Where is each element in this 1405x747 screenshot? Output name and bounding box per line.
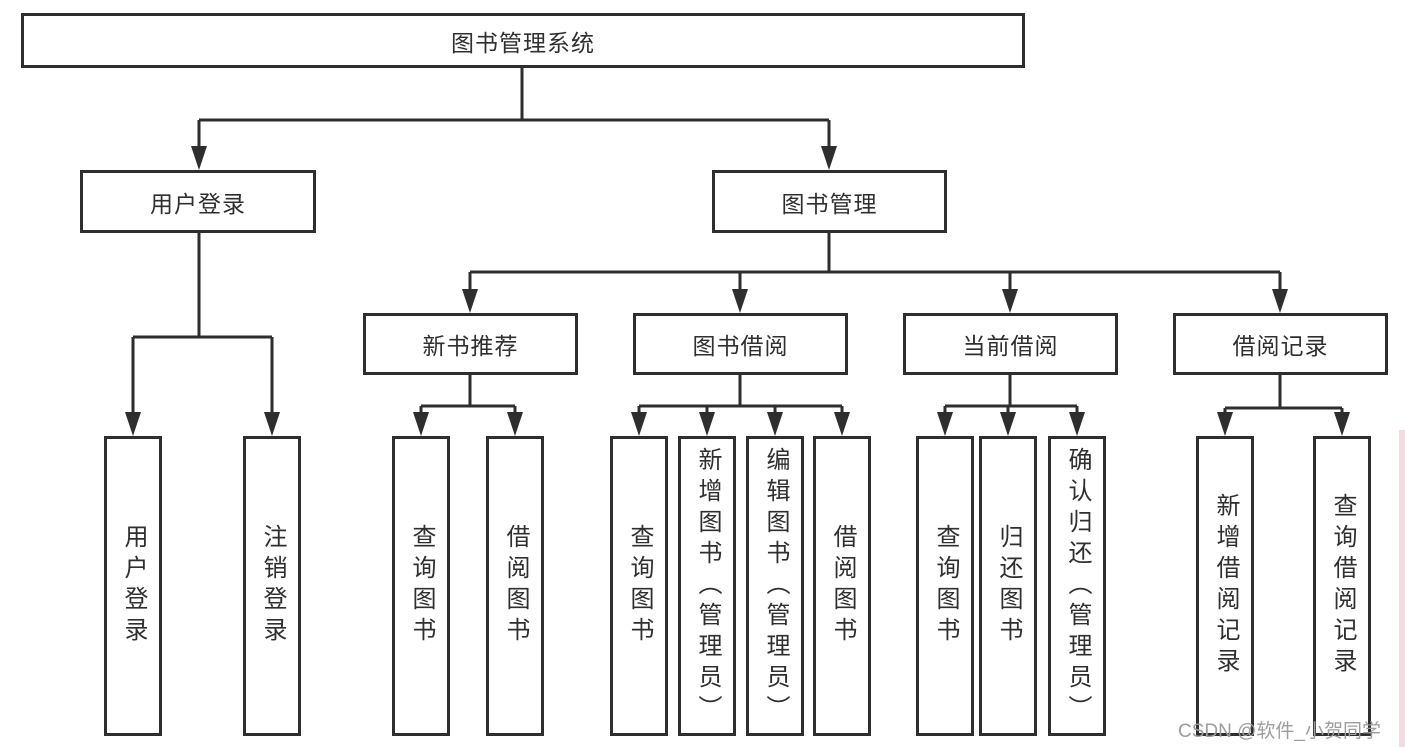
node-borrowing-records: 借阅记录 — [1173, 313, 1388, 375]
leaf-return-books: 归还图书 — [979, 436, 1037, 736]
node-borrowing-records-label: 借阅记录 — [1232, 333, 1329, 359]
node-book-borrowing: 图书借阅 — [633, 313, 848, 375]
node-user-login-label: 用户登录 — [150, 190, 246, 217]
leaf-borrow-books-recommend-label: 借阅图书 — [502, 524, 529, 648]
leaf-edit-book-admin-label: 编辑图书（管理员） — [762, 446, 789, 726]
leaf-query-borrow-record-label: 查询借阅记录 — [1329, 493, 1356, 679]
leaf-logout-label: 注销登录 — [259, 524, 286, 648]
leaf-confirm-return-admin-label: 确认归还（管理员） — [1064, 446, 1091, 726]
leaf-query-books-current-label: 查询图书 — [932, 524, 959, 648]
leaf-add-book-admin: 新增图书（管理员） — [678, 436, 736, 736]
leaf-borrow-books-borrowing-label: 借阅图书 — [829, 524, 856, 648]
node-user-login: 用户登录 — [80, 170, 316, 233]
node-root-label: 图书管理系统 — [451, 29, 595, 56]
leaf-borrow-books-borrowing: 借阅图书 — [813, 436, 871, 736]
leaf-user-login: 用户登录 — [104, 436, 162, 736]
leaf-return-books-label: 归还图书 — [995, 524, 1022, 648]
node-book-management: 图书管理 — [712, 170, 947, 233]
watermark: CSDN @软件_小贺同学 — [1178, 721, 1381, 742]
leaf-query-books-borrowing-label: 查询图书 — [626, 524, 653, 648]
leaf-add-borrow-record: 新增借阅记录 — [1196, 436, 1254, 736]
leaf-query-books-recommend: 查询图书 — [392, 436, 450, 736]
node-new-book-recommend: 新书推荐 — [363, 313, 578, 375]
node-current-borrowing-label: 当前借阅 — [962, 333, 1059, 359]
node-book-management-label: 图书管理 — [781, 190, 878, 217]
node-book-borrowing-label: 图书借阅 — [692, 333, 789, 359]
leaf-query-books-recommend-label: 查询图书 — [408, 524, 435, 648]
node-new-book-recommend-label: 新书推荐 — [422, 333, 519, 359]
leaf-user-login-label: 用户登录 — [120, 524, 147, 648]
leaf-query-borrow-record: 查询借阅记录 — [1313, 436, 1371, 736]
leaf-add-borrow-record-label: 新增借阅记录 — [1212, 493, 1239, 679]
leaf-add-book-admin-label: 新增图书（管理员） — [694, 446, 721, 726]
node-current-borrowing: 当前借阅 — [903, 313, 1118, 375]
leaf-confirm-return-admin: 确认归还（管理员） — [1048, 436, 1106, 736]
leaf-edit-book-admin: 编辑图书（管理员） — [746, 436, 804, 736]
leaf-borrow-books-recommend: 借阅图书 — [486, 436, 544, 736]
right-edge-strip — [1399, 430, 1405, 747]
leaf-query-books-current: 查询图书 — [916, 436, 974, 736]
leaf-query-books-borrowing: 查询图书 — [610, 436, 668, 736]
node-root: 图书管理系统 — [21, 13, 1025, 68]
leaf-logout: 注销登录 — [243, 436, 301, 736]
